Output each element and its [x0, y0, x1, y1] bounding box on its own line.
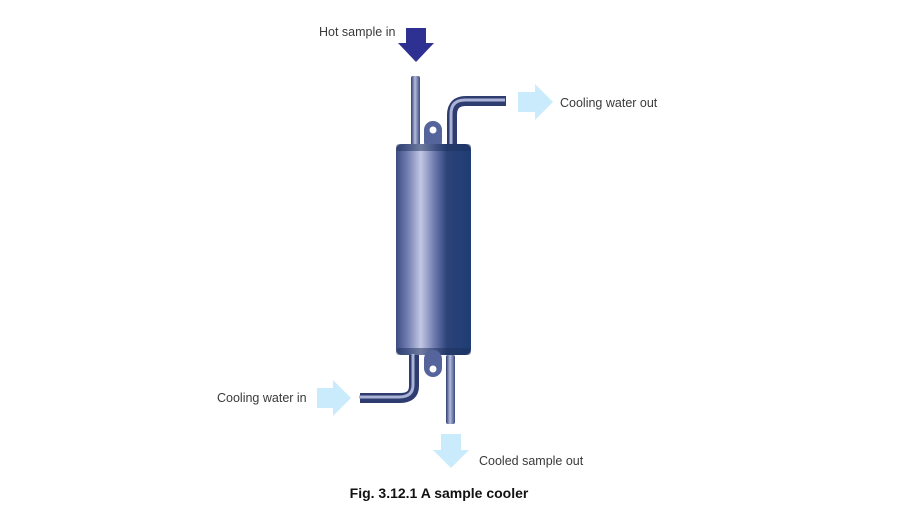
hot-sample-in-label: Hot sample in: [319, 25, 395, 39]
hot-sample-inlet-pipe: [411, 76, 420, 152]
figure-caption: Fig. 3.12.1 A sample cooler: [350, 485, 529, 501]
cooling-water-in-arrow: [317, 380, 351, 416]
cooling-water-inlet-pipe: [360, 355, 419, 403]
hot-sample-in-arrow: [398, 28, 434, 62]
cooled-sample-out-arrow: [433, 434, 469, 468]
cooled-sample-outlet-pipe: [446, 355, 455, 424]
cooling-water-in-label: Cooling water in: [217, 391, 307, 405]
top-mounting-lug: [424, 121, 442, 151]
cooled-sample-out-label: Cooled sample out: [479, 454, 584, 468]
cooling-water-out-label: Cooling water out: [560, 96, 658, 110]
bottom-mounting-lug: [424, 350, 442, 377]
cooling-water-out-arrow: [518, 84, 553, 120]
cooler-cylinder: [396, 144, 471, 355]
